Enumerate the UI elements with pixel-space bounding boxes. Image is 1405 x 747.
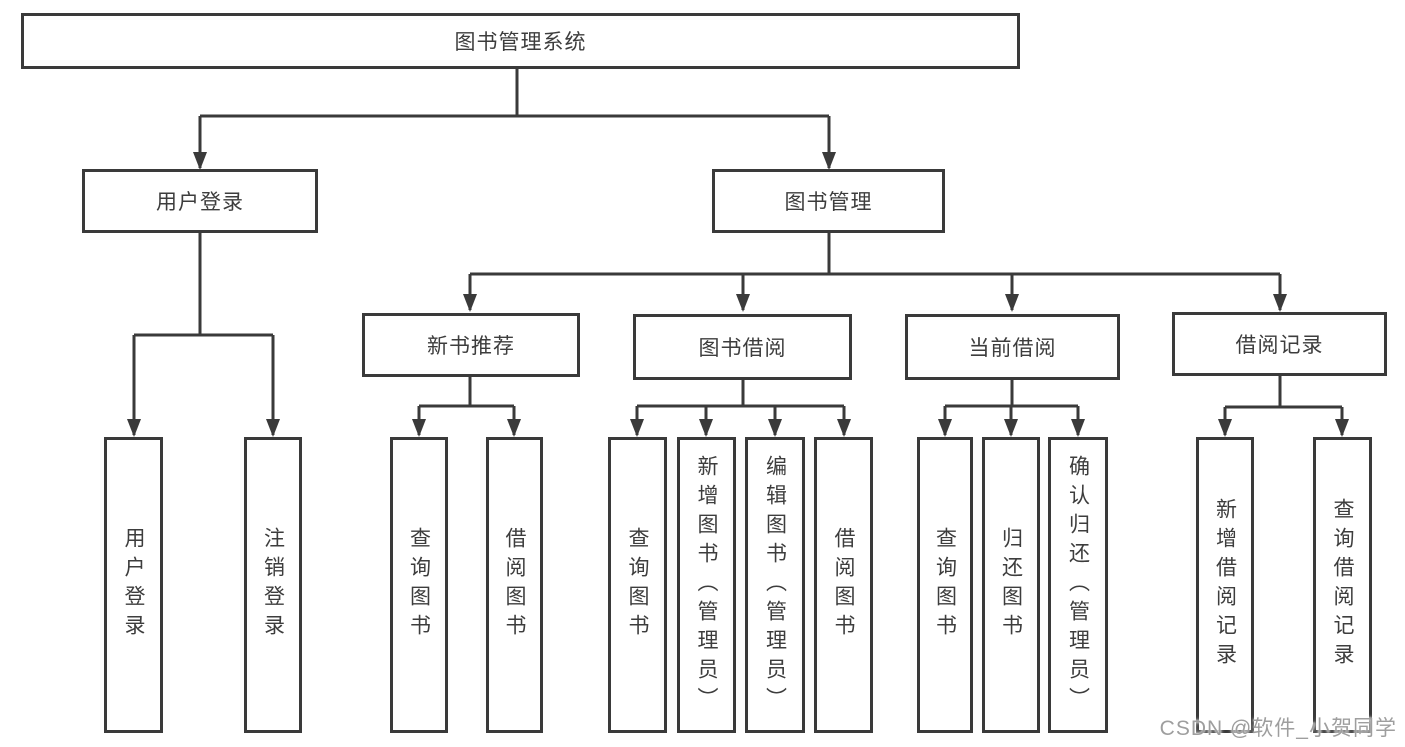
arrowhead-icon xyxy=(630,419,644,437)
connector-book-management-to-level2 xyxy=(463,233,1287,312)
arrowhead-icon xyxy=(736,294,750,312)
leaf-user-login: 用户登录 xyxy=(104,437,163,733)
node-new-book-recommend: 新书推荐 xyxy=(362,313,580,377)
leaf-borrow-books: 借阅图书 xyxy=(814,437,873,733)
connector-new-book-recommend-children xyxy=(412,377,521,437)
leaf-label: 归还图书 xyxy=(999,527,1023,643)
leaf-add-borrow-record: 新增借阅记录 xyxy=(1196,437,1254,733)
csdn-watermark: CSDN @软件_小贺同学 xyxy=(1159,717,1397,740)
node-current-borrow: 当前借阅 xyxy=(905,314,1120,380)
arrowhead-icon xyxy=(1273,294,1287,312)
arrowhead-icon xyxy=(266,419,280,437)
arrowhead-icon xyxy=(1005,294,1019,312)
arrowhead-icon xyxy=(822,152,836,170)
arrowhead-icon xyxy=(193,152,207,170)
leaf-logout: 注销登录 xyxy=(244,437,302,733)
leaf-query-books-borrow: 查询图书 xyxy=(608,437,667,733)
leaf-label: 用户登录 xyxy=(122,527,145,643)
node-new-book-recommend-label: 新书推荐 xyxy=(427,335,515,358)
node-user-login: 用户登录 xyxy=(82,169,318,233)
node-book-borrow: 图书借阅 xyxy=(633,314,852,380)
connector-current-borrow-children xyxy=(938,380,1085,437)
leaf-query-books-recommend: 查询图书 xyxy=(390,437,448,733)
leaf-label: 查询图书 xyxy=(626,527,649,643)
leaf-label: 注销登录 xyxy=(261,527,285,643)
leaf-borrow-books-recommend: 借阅图书 xyxy=(486,437,543,733)
arrowhead-icon xyxy=(1004,419,1018,437)
leaf-label: 借阅图书 xyxy=(503,527,526,643)
leaf-label: 查询图书 xyxy=(933,527,957,643)
node-current-borrow-label: 当前借阅 xyxy=(968,337,1057,360)
leaf-label: 查询借阅记录 xyxy=(1331,498,1354,672)
arrowhead-icon xyxy=(463,294,477,312)
node-borrow-records-label: 借阅记录 xyxy=(1235,334,1324,357)
node-book-borrow-label: 图书借阅 xyxy=(698,337,787,360)
leaf-query-books-current: 查询图书 xyxy=(917,437,973,733)
leaf-edit-books-admin: 编辑图书（管理员） xyxy=(745,437,805,733)
connector-user-login-children xyxy=(127,233,280,437)
leaf-add-books-admin: 新增图书（管理员） xyxy=(677,437,736,733)
arrowhead-icon xyxy=(699,419,713,437)
arrowhead-icon xyxy=(412,419,426,437)
arrowhead-icon xyxy=(507,419,521,437)
arrowhead-icon xyxy=(127,419,141,437)
node-borrow-records: 借阅记录 xyxy=(1172,312,1387,376)
arrowhead-icon xyxy=(938,419,952,437)
leaf-query-borrow-record: 查询借阅记录 xyxy=(1313,437,1372,733)
leaf-label: 新增图书（管理员） xyxy=(695,454,718,716)
leaf-confirm-return-admin: 确认归还（管理员） xyxy=(1048,437,1108,733)
leaf-label: 确认归还（管理员） xyxy=(1066,454,1090,716)
arrowhead-icon xyxy=(1335,419,1349,437)
leaf-label: 借阅图书 xyxy=(832,527,855,643)
arrowhead-icon xyxy=(837,419,851,437)
connector-root-to-level1 xyxy=(193,69,836,170)
leaf-return-books: 归还图书 xyxy=(982,437,1040,733)
leaf-label: 查询图书 xyxy=(407,527,431,643)
arrowhead-icon xyxy=(768,419,782,437)
leaf-label: 新增借阅记录 xyxy=(1213,498,1237,672)
connector-book-borrow-children xyxy=(630,380,851,437)
arrowhead-icon xyxy=(1071,419,1085,437)
node-book-management-label: 图书管理 xyxy=(784,191,873,214)
node-user-login-label: 用户登录 xyxy=(156,191,244,214)
node-book-management: 图书管理 xyxy=(712,169,945,233)
node-root-label: 图书管理系统 xyxy=(454,31,587,54)
connector-borrow-records-children xyxy=(1218,376,1349,437)
leaf-label: 编辑图书（管理员） xyxy=(763,454,787,716)
node-root: 图书管理系统 xyxy=(21,13,1020,69)
arrowhead-icon xyxy=(1218,419,1232,437)
